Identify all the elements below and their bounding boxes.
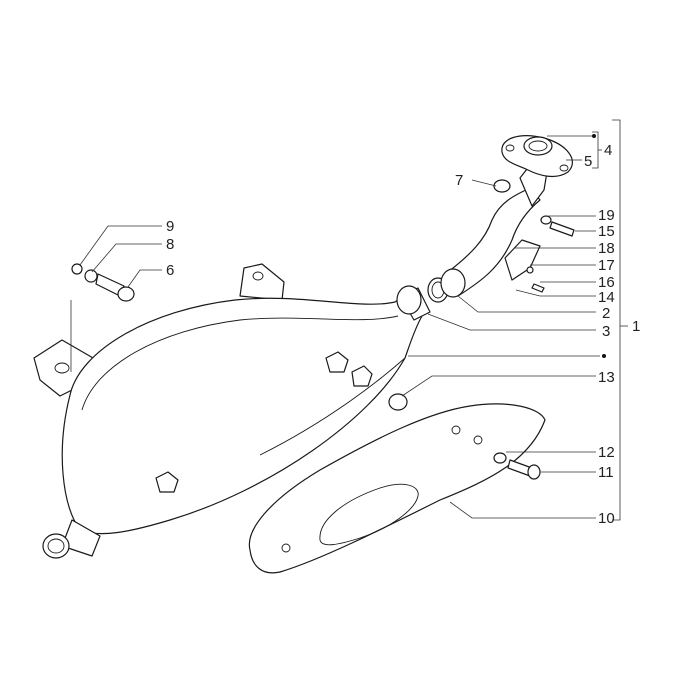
reference-dot — [602, 354, 606, 358]
callout-12: 12 — [598, 444, 615, 461]
muffler-body — [33, 263, 449, 559]
callout-10: 10 — [598, 510, 615, 527]
callout-3: 3 — [602, 323, 610, 340]
callout-19: 19 — [598, 207, 615, 224]
callout-5: 5 — [584, 153, 592, 170]
leader-lines — [70, 119, 628, 521]
callout-1: 1 — [632, 318, 640, 335]
callout-6: 6 — [166, 262, 174, 279]
callout-14: 14 — [598, 289, 615, 306]
callout-11: 11 — [598, 464, 614, 481]
callout-9: 9 — [166, 218, 174, 235]
callout-17: 17 — [598, 257, 615, 274]
exhaust-manifold — [440, 135, 573, 298]
small-parts — [71, 179, 575, 480]
reference-dot — [592, 134, 596, 138]
callout-13: 13 — [598, 369, 615, 386]
callout-7: 7 — [455, 172, 463, 189]
callout-2: 2 — [602, 305, 610, 322]
callout-8: 8 — [166, 236, 174, 253]
callout-16: 16 — [598, 274, 615, 291]
callout-18: 18 — [598, 240, 615, 257]
callout-4: 4 — [604, 142, 612, 159]
callout-labels: 9 8 6 7 4 5 19 15 18 17 16 14 2 3 1 13 1… — [166, 142, 640, 527]
callout-15: 15 — [598, 223, 615, 240]
heat-shield — [248, 403, 546, 574]
